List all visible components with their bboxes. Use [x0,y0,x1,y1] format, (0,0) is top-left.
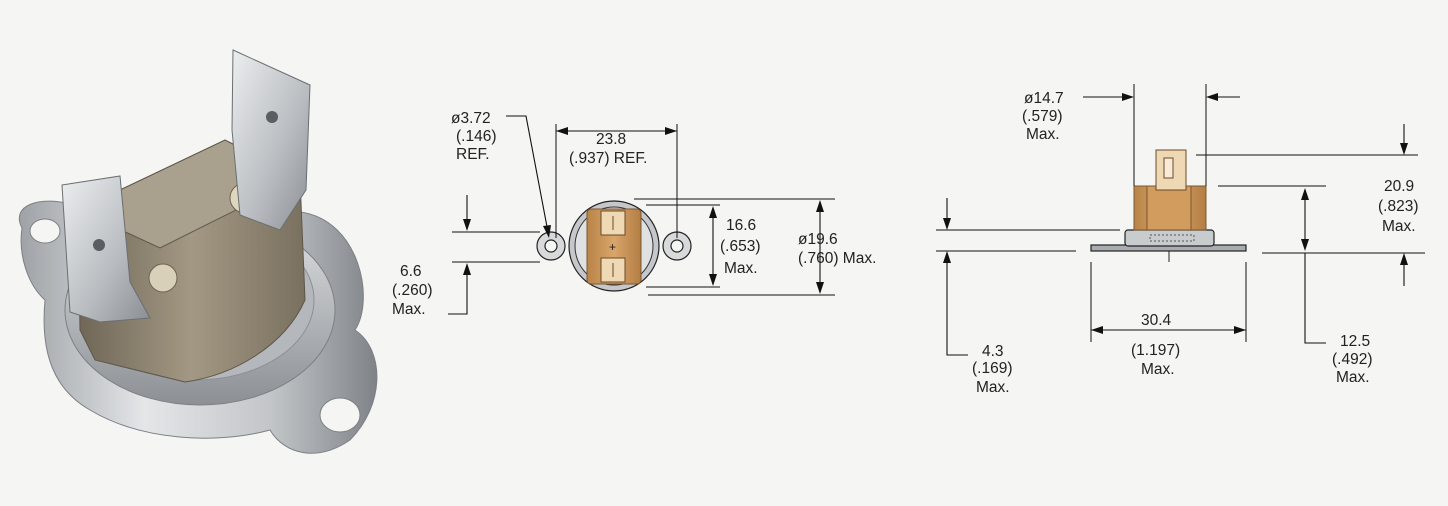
side-view-drawing: ø14.7 (.579) Max. 20.9 (.823) Max. 12.5 … [936,84,1425,396]
side-cap [1124,229,1215,247]
total-height-value: 20.9 [1384,178,1414,195]
screw-left [148,263,178,293]
terminal-tab-right [231,49,311,231]
tab-width-imperial: (.260) [392,282,433,299]
tab-hole-right [266,111,278,123]
thermostat-photo [19,49,378,454]
body-height-note: Max. [1336,369,1370,386]
terminal-tab-left [61,175,151,323]
total-height-imperial: (.823) [1378,198,1419,215]
body-height-imperial: (.492) [1332,351,1373,368]
top-center-mark: + [609,240,616,254]
body-dia-note: Max. [1026,126,1060,143]
hole-spacing-value: 23.8 [596,131,626,148]
top-mount-hole-left [544,239,558,253]
base-height-value: 4.3 [982,343,1004,360]
base-height-imperial: (.169) [972,360,1013,377]
inner-height-note: Max. [724,260,758,277]
top-view-drawing: + 23.8 (.937) REF. ø3.72 (.146) REF. 6.6… [392,110,876,318]
tab-width-note: Max. [392,301,426,318]
flange-hole-left [29,218,61,244]
outer-dia-imperial: (.760) Max. [798,250,876,267]
body-height-value: 12.5 [1340,333,1370,350]
flange-width-imperial: (1.197) [1131,342,1180,359]
flange-width-note: Max. [1141,361,1175,378]
base-height-note: Max. [976,379,1010,396]
total-height-note: Max. [1382,218,1416,235]
hole-dia-value: ø3.72 [451,110,491,127]
flange-width-value: 30.4 [1141,312,1172,329]
inner-height-value: 16.6 [726,217,756,234]
hole-spacing-imperial: (.937) REF. [569,150,647,167]
outer-dia-value: ø19.6 [798,231,838,248]
body-dia-value: ø14.7 [1024,90,1064,107]
hole-dia-note: REF. [456,146,490,163]
tab-hole-left [93,239,105,251]
flange-hole-right [319,397,361,433]
hole-dia-imperial: (.146) [456,128,497,145]
tab-width-value: 6.6 [400,263,422,280]
top-mount-hole-right [670,239,684,253]
body-dia-imperial: (.579) [1022,108,1063,125]
inner-height-imperial: (.653) [720,238,761,255]
